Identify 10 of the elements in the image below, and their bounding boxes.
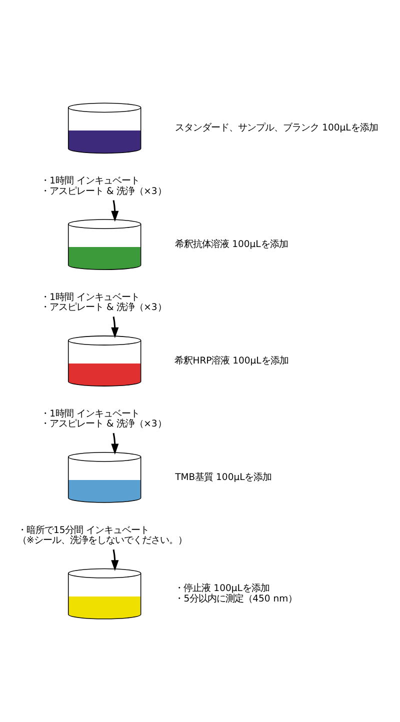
node-label: 希釈抗体溶液 100μLを添加 — [175, 238, 288, 250]
node-label: スタンダード、サンプル、ブランク 100μLを添加 — [175, 122, 378, 134]
node-label: 希釈HRP溶液 100μLを添加 — [174, 355, 288, 366]
node-text: ・1時間 インキュベート ・アスピレート & 洗浄（×3） — [40, 292, 166, 314]
node-text: ・1時間 インキュベート ・アスピレート & 洗浄（×3） — [40, 408, 166, 430]
node-label: ・停止液 100μLを添加 — [174, 583, 270, 594]
node-label: TMB基質 100μLを添加 — [175, 472, 272, 483]
node-text: ・暗所で15分間 インキュベート （※シール、洗浄をしないでください。） — [17, 525, 188, 546]
node-text: ・1時間 インキュベート ・アスピレート & 洗浄（×3） — [40, 176, 166, 197]
node-label: ・5分以内に測定（450 nm） — [174, 593, 298, 604]
